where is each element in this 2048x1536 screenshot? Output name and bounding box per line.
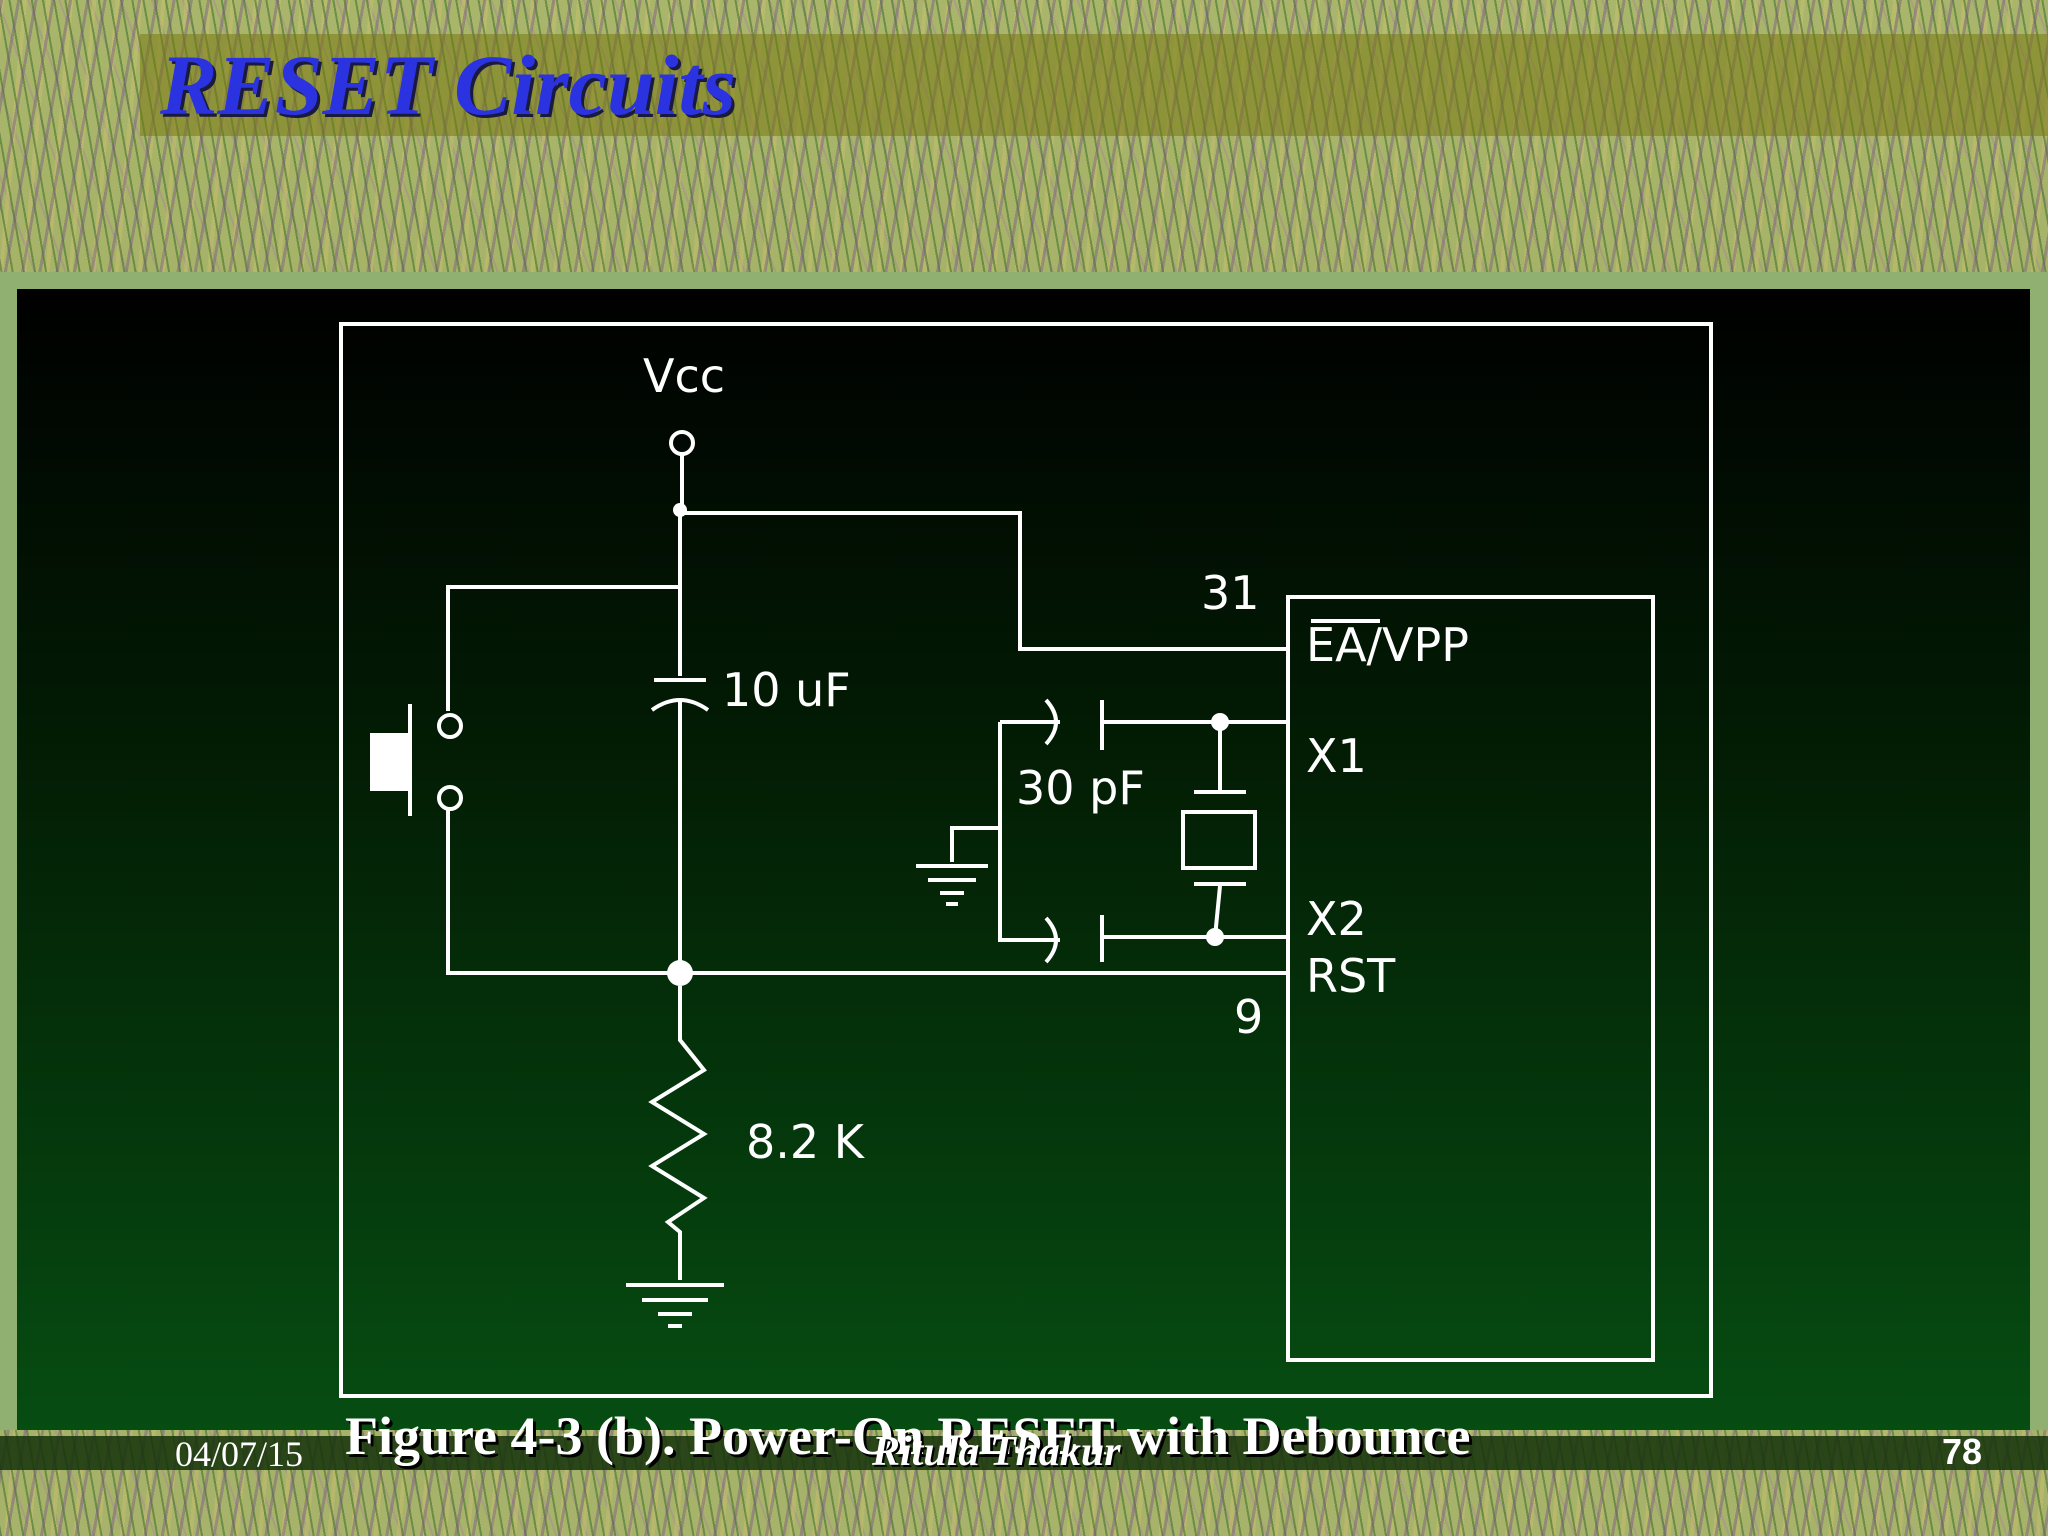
wire-top-to-switch <box>446 585 680 711</box>
switch-contact-bottom <box>437 785 463 811</box>
switch-button <box>370 733 410 791</box>
capacitor-30pf-upper-curve <box>1044 698 1058 746</box>
slide-title: RESET Circuits <box>160 37 736 133</box>
crystal-body <box>1181 810 1257 870</box>
footer-bar <box>0 1436 2048 1470</box>
label-x1: X1 <box>1306 729 1367 783</box>
title-band <box>140 34 2048 136</box>
microcontroller-box <box>1286 595 1655 1362</box>
wire-crystal-ground <box>950 826 1000 862</box>
footer-date: 04/07/15 <box>175 1434 304 1474</box>
capacitor-30pf-lower-curve <box>1044 916 1058 964</box>
diagram-background <box>17 289 2030 1430</box>
label-rst: RST <box>1306 949 1396 1003</box>
label-30pf: 30 pF <box>1016 761 1145 815</box>
resistor-8k2 <box>648 986 708 1280</box>
junction-rst <box>667 960 693 986</box>
footer-author: Ritula Thakur <box>872 1429 1121 1475</box>
wire-crystal-ground-rail <box>998 722 1060 942</box>
page-number: 78 <box>1942 1431 1983 1472</box>
wire-vcc-to-ea <box>680 511 1288 651</box>
diagram-border <box>339 322 1713 1398</box>
label-x2: X2 <box>1306 892 1367 946</box>
label-pin-9: 9 <box>1234 990 1263 1044</box>
label-8k2: 8.2 K <box>746 1115 866 1169</box>
figure-caption: Figure 4-3 (b). Power-On RESET with Debo… <box>345 1406 1471 1466</box>
switch-contact-top <box>437 713 463 739</box>
vcc-terminal <box>669 430 695 456</box>
label-10uf: 10 uF <box>722 663 851 717</box>
label-pin-31: 31 <box>1201 566 1260 620</box>
wire-crystal-bottom <box>1213 885 1222 938</box>
wire-switch-to-rst <box>446 809 1288 975</box>
label-vcc: Vcc <box>643 349 725 403</box>
label-ea-vpp: EA/VPP <box>1306 618 1469 672</box>
